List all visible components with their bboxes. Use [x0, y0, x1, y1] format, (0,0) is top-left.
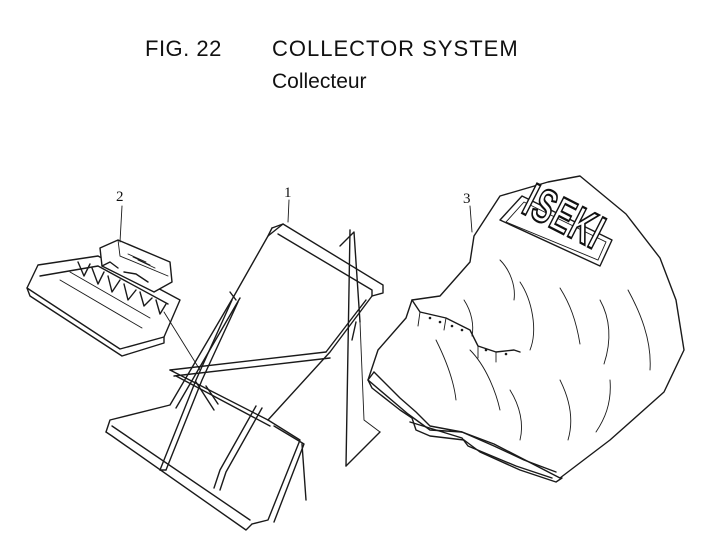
callout-1: 1: [284, 185, 292, 201]
part-2-top-cover: [26, 239, 201, 371]
callout-2: 2: [116, 189, 124, 205]
figure-title-english: COLLECTOR SYSTEM: [272, 36, 519, 61]
callout-3: 3: [463, 191, 471, 207]
separator-panel: [339, 229, 381, 467]
bag-frame-holes: [428, 316, 508, 356]
part-3-grass-bag: ISEKI: [367, 174, 685, 483]
figure-number: FIG. 22: [145, 36, 222, 61]
figure-title-french: Collecteur: [272, 70, 367, 93]
callout-leaders: [119, 199, 473, 243]
part-1-frame: [105, 223, 384, 531]
